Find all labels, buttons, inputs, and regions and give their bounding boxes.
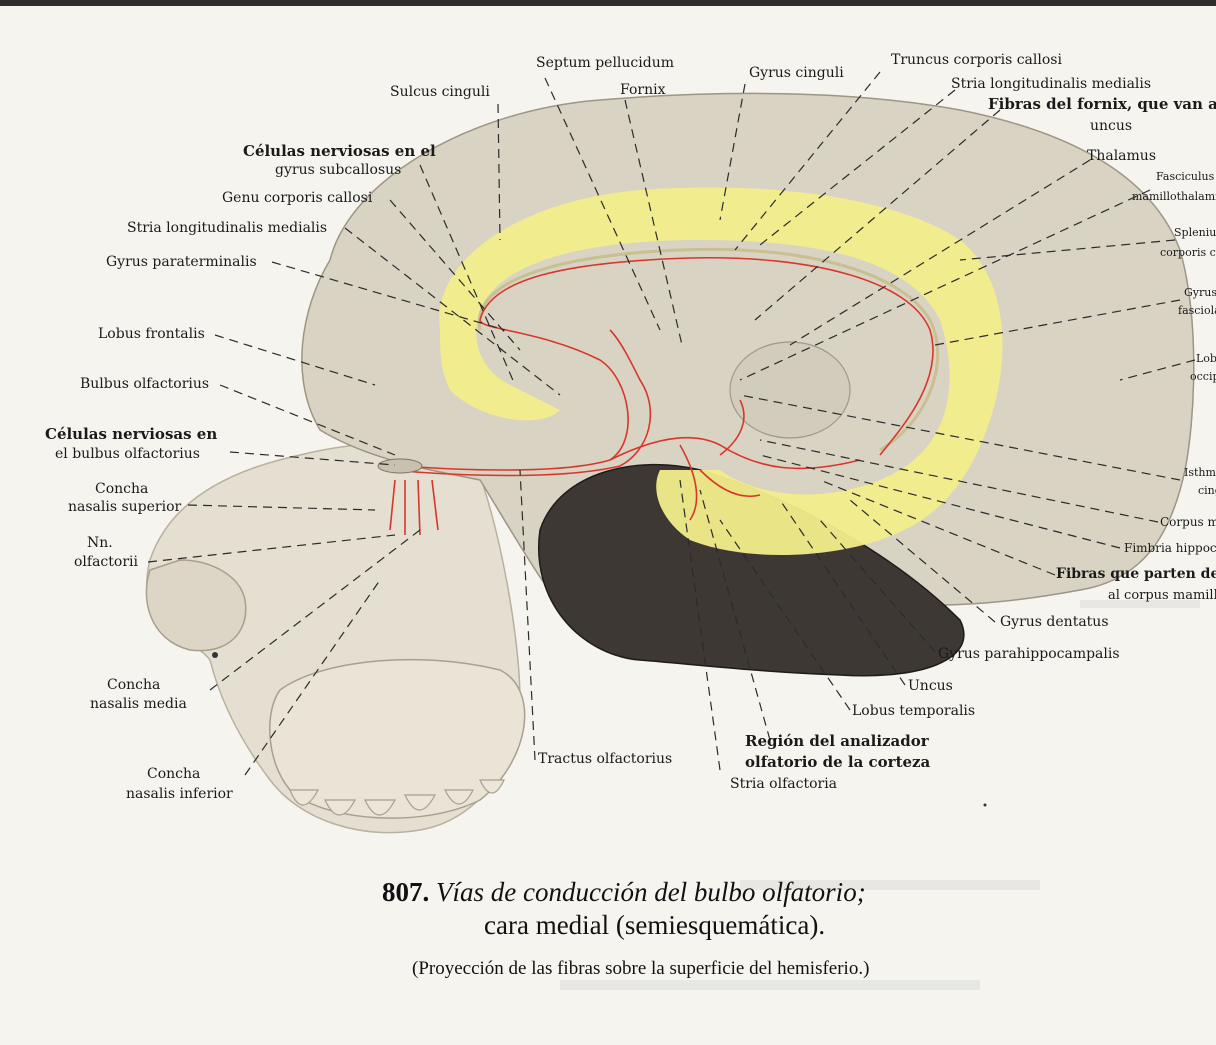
label-gyrus-paraterminalis: Gyrus paraterminalis <box>106 254 257 270</box>
label-gyrus-parahippocampalis: Gyrus parahippocampalis <box>938 646 1120 662</box>
label-fornix: Fornix <box>620 82 666 98</box>
figure-number: 807. <box>382 877 430 907</box>
figure-title-line1: Vías de conducción del bulbo olfatorio; <box>436 877 866 907</box>
label-nn-olfactorii-line1: Nn. <box>87 535 113 551</box>
teeth <box>289 779 505 816</box>
label-concha-superior-line2: nasalis superior <box>68 499 182 515</box>
label-isthmus-line1: Isthmus <box>1184 466 1216 479</box>
figure-subtitle: (Proyección de las fibras sobre la super… <box>412 958 870 979</box>
figure-title-line2: cara medial (semiesquemática). <box>484 910 826 940</box>
label-lobus-occipitalis-line1: Lobus <box>1196 352 1216 365</box>
thalamus-shape <box>729 341 851 439</box>
label-lobus-frontalis: Lobus frontalis <box>98 326 205 342</box>
label-celulas-bulbus-line2: el bulbus olfactorius <box>55 446 200 462</box>
label-septum-pellucidum: Septum pellucidum <box>536 55 674 71</box>
label-concha-media-line1: Concha <box>107 677 161 693</box>
label-genu-corporis-callosi: Genu corporis callosi <box>222 190 373 206</box>
label-fimbria-hippocampi: Fimbria hippocampi <box>1124 541 1216 555</box>
olfactory-bulb <box>377 458 423 474</box>
label-celulas-gyrus-line2: gyrus subcallosus <box>275 162 402 178</box>
label-fibras-parten-line1: Fibras que parten del <box>1056 566 1216 582</box>
bleed-through <box>560 600 1200 990</box>
label-gyrus-dentatus: Gyrus dentatus <box>1000 614 1109 630</box>
label-lobus-occipitalis-line2: occipitalis <box>1190 370 1216 383</box>
corpus-callosum-outline <box>477 247 940 452</box>
label-thalamus: Thalamus <box>1087 148 1157 164</box>
label-concha-media-line2: nasalis media <box>90 696 187 712</box>
label-stria-longitudinalis-medialis-left: Stria longitudinalis medialis <box>127 220 328 236</box>
label-region-analizador-line1: Región del analizador <box>745 732 929 750</box>
label-stria-longitudinalis-medialis-right: Stria longitudinalis medialis <box>951 76 1152 92</box>
figure-caption-title-line1: 807. Vías de conducción del bulbo olfato… <box>382 877 866 908</box>
leader-lines <box>147 71 1196 776</box>
label-isthmus-line2: cinguli <box>1198 484 1216 497</box>
label-fasciculus-line2: mamillothalamicus <box>1132 190 1216 203</box>
label-gyrus-fasciolaris-line1: Gyrus <box>1184 286 1216 299</box>
label-concha-superior-line1: Concha <box>95 481 149 497</box>
label-celulas-bulbus-line1: Células nerviosas en <box>45 425 218 443</box>
olfactory-pathways <box>389 256 934 536</box>
label-nn-olfactorii-line2: olfactorii <box>74 554 138 570</box>
label-splenium-line1: Splenium <box>1174 226 1216 239</box>
label-concha-inferior-line1: Concha <box>147 766 201 782</box>
label-gyrus-cinguli: Gyrus cinguli <box>749 65 844 81</box>
limbic-yellow-band <box>439 187 1003 555</box>
label-fibras-fornix-line2: uncus <box>1090 118 1133 134</box>
label-fibras-parten-line2: al corpus mamillare <box>1108 588 1216 603</box>
label-bulbus-olfactorius: Bulbus olfactorius <box>80 376 210 392</box>
cerebellum <box>538 463 965 677</box>
label-gyrus-fasciolaris-line2: fasciolaris <box>1178 304 1216 317</box>
label-region-analizador-line2: olfatorio de la corteza <box>745 753 931 771</box>
label-fasciculus-line1: Fasciculus <box>1156 170 1215 183</box>
label-celulas-gyrus-line1: Células nerviosas en el <box>243 142 436 160</box>
label-splenium-line2: corporis callosi <box>1160 246 1216 259</box>
label-uncus: Uncus <box>908 678 953 694</box>
nose-shape <box>145 559 247 652</box>
label-truncus-corporis-callosi: Truncus corporis callosi <box>891 52 1062 68</box>
label-corpus-mamillare: Corpus mamillare <box>1160 515 1216 529</box>
label-fibras-fornix-line1: Fibras del fornix, que van al <box>988 95 1216 113</box>
label-stria-olfactoria: Stria olfactoria <box>730 776 838 792</box>
label-lobus-temporalis: Lobus temporalis <box>852 703 976 719</box>
label-concha-inferior-line2: nasalis inferior <box>126 786 233 802</box>
label-tractus-olfactorius: Tractus olfactorius <box>538 751 673 767</box>
label-sulcus-cinguli: Sulcus cinguli <box>390 84 490 100</box>
